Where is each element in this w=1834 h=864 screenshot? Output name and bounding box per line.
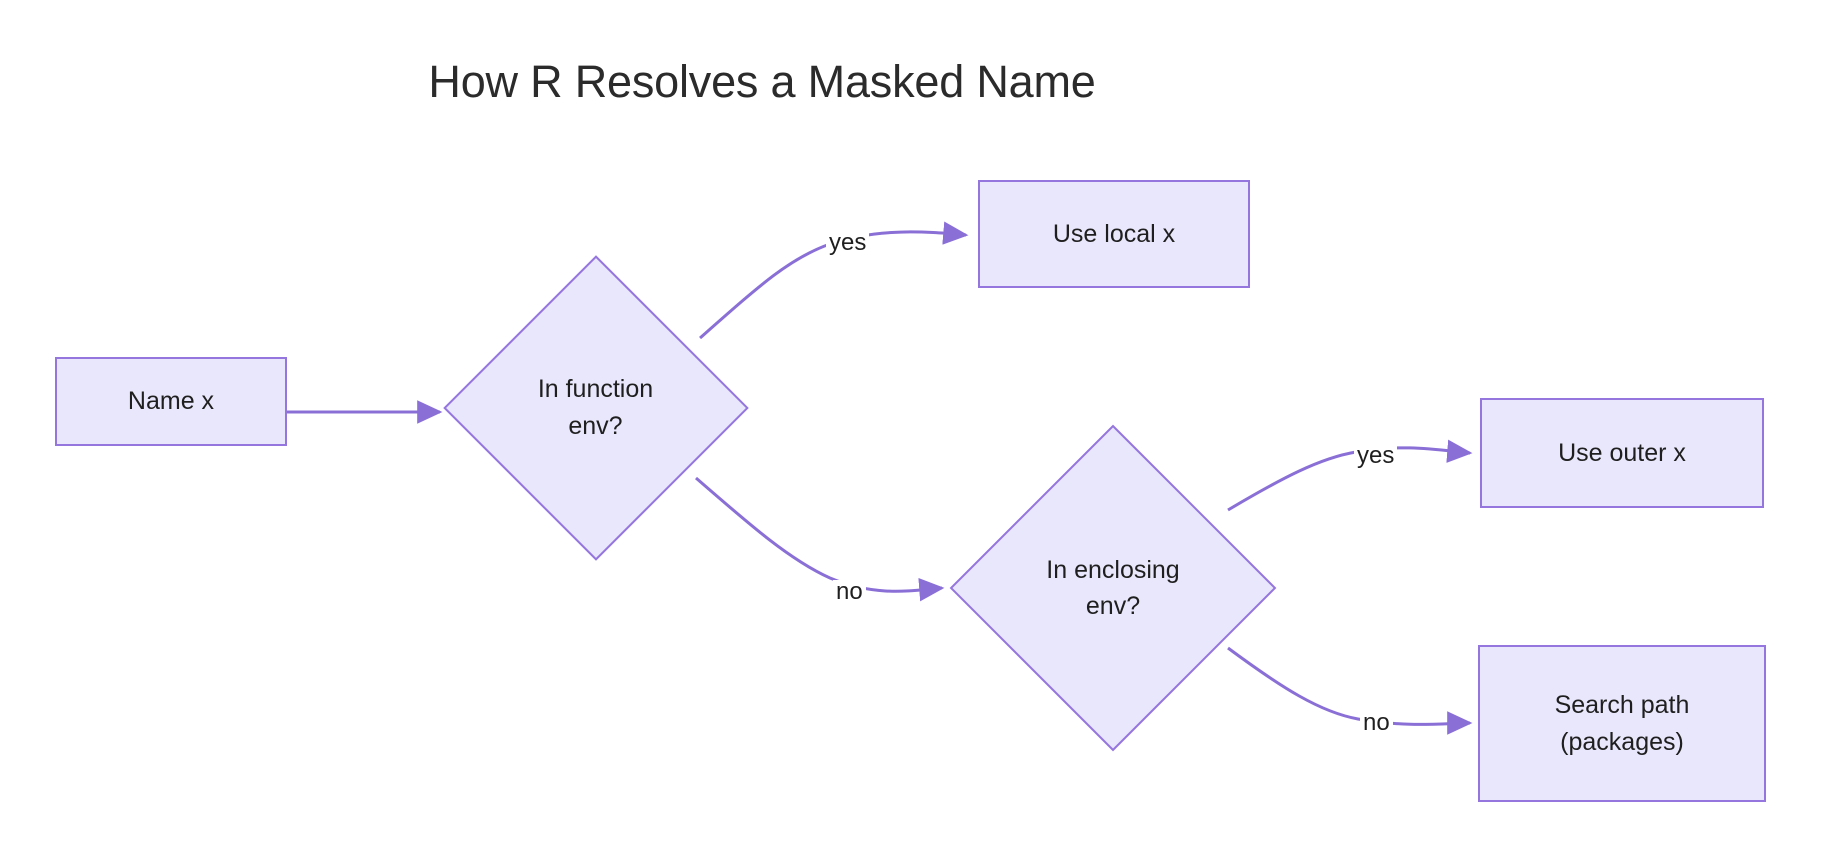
node-use-outer-x[interactable]: Use outer x bbox=[1480, 398, 1764, 508]
node-name-x-label: Name x bbox=[127, 387, 215, 416]
node-use-outer-x-label: Use outer x bbox=[1558, 438, 1686, 467]
page-title: How R Resolves a Masked Name bbox=[428, 56, 1096, 107]
node-in-function-env[interactable]: In function env? bbox=[442, 254, 749, 561]
edge-label-enclosing-no: no bbox=[1360, 711, 1393, 735]
node-use-local-x-label: Use local x bbox=[1052, 219, 1176, 248]
node-in-function-env-label: In function env? bbox=[537, 375, 654, 440]
node-in-enclosing-env-label: In enclosing env? bbox=[1046, 555, 1180, 620]
node-search-path-label: Search path (packages) bbox=[1554, 691, 1690, 756]
node-name-x[interactable]: Name x bbox=[55, 357, 287, 446]
edge-label-function-no: no bbox=[833, 580, 866, 604]
edge-function-no bbox=[695, 476, 945, 602]
edge-label-function-yes: yes bbox=[826, 231, 870, 255]
edge-enclosing-no bbox=[1227, 646, 1473, 735]
node-use-local-x[interactable]: Use local x bbox=[978, 180, 1250, 288]
node-in-enclosing-env[interactable]: In enclosing env? bbox=[949, 424, 1277, 752]
node-search-path[interactable]: Search path (packages) bbox=[1478, 645, 1766, 802]
edge-label-enclosing-yes: yes bbox=[1354, 444, 1398, 468]
